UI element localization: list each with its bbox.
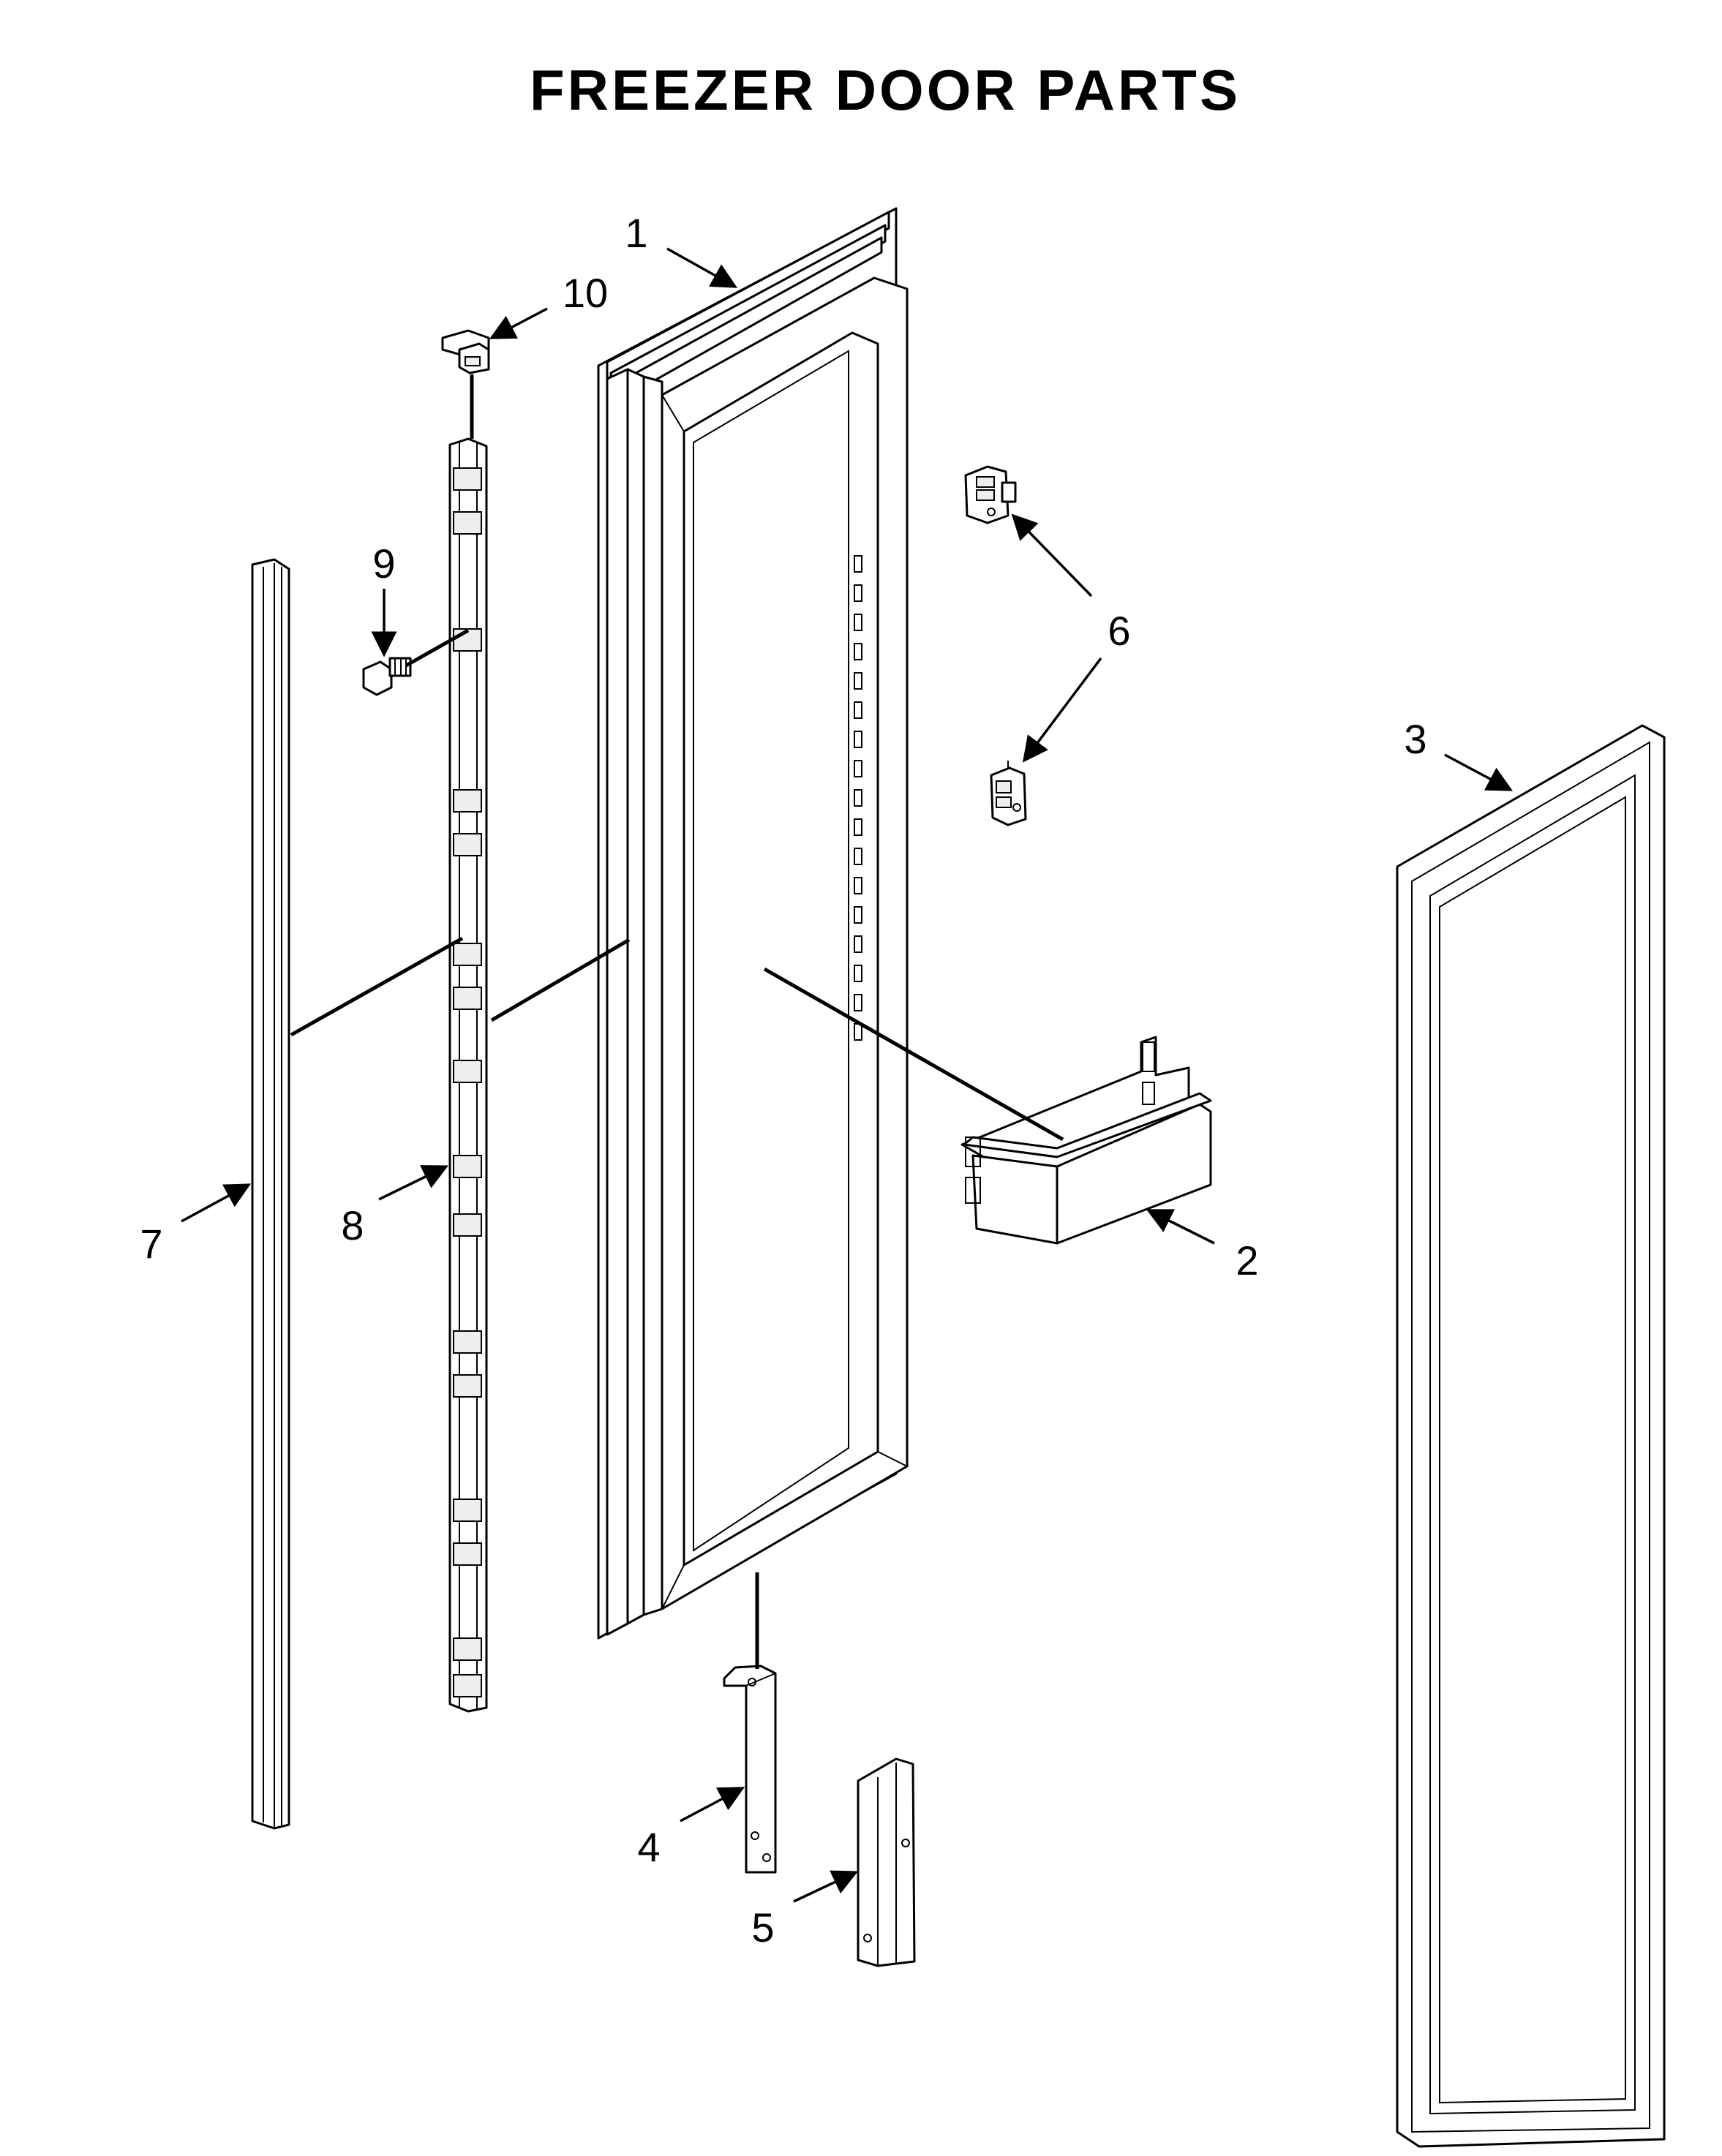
- connector-rail-to-door: [490, 938, 631, 1022]
- callout-6: 6: [1108, 608, 1130, 654]
- callout-1: 1: [625, 210, 647, 256]
- hinge-part-upper: [964, 465, 1017, 524]
- connector-strip-to-rail: [290, 936, 464, 1037]
- callout-5: 5: [751, 1904, 774, 1950]
- callout-labels: 1 2 3 4 5 6 7 8 9 10: [140, 210, 1426, 1950]
- top-cap-part: [441, 329, 490, 374]
- arrow-2: [1146, 1209, 1215, 1245]
- callout-8: 8: [341, 1202, 364, 1248]
- callout-10: 10: [563, 270, 608, 316]
- hinge-part-lower: [990, 761, 1027, 826]
- door-bin-part: [960, 1036, 1212, 1245]
- connector-door-to-bin: [763, 967, 1064, 1142]
- arrow-5: [793, 1870, 859, 1903]
- arrow-7: [181, 1183, 252, 1223]
- callout-3: 3: [1404, 716, 1426, 762]
- bottom-bracket-part: [723, 1665, 777, 1874]
- arrow-4: [680, 1787, 745, 1823]
- diagram-title: FREEZER DOOR PARTS: [530, 58, 1241, 122]
- arrow-10: [489, 307, 548, 339]
- arrow-3: [1444, 753, 1514, 791]
- callout-arrows: [181, 247, 1514, 1903]
- door-gasket-part: [1396, 724, 1666, 2148]
- callout-9: 9: [372, 540, 395, 587]
- arrow-6a: [1011, 513, 1093, 598]
- angle-bracket-part: [857, 1757, 916, 1967]
- connector-screw-to-rail: [405, 628, 470, 668]
- callout-2: 2: [1236, 1237, 1258, 1284]
- door-slot-column: [854, 555, 862, 1041]
- callout-4: 4: [637, 1824, 660, 1870]
- arrow-8: [378, 1165, 449, 1201]
- trim-strip-part: [251, 558, 290, 1830]
- arrow-6b: [1022, 657, 1102, 763]
- arrow-1: [666, 247, 738, 288]
- callout-7: 7: [140, 1221, 162, 1267]
- mounting-rail-part: [448, 437, 488, 1713]
- assembly-lines: [290, 374, 1064, 1669]
- door-assembly-part: [597, 207, 909, 1640]
- screw-part: [362, 657, 412, 696]
